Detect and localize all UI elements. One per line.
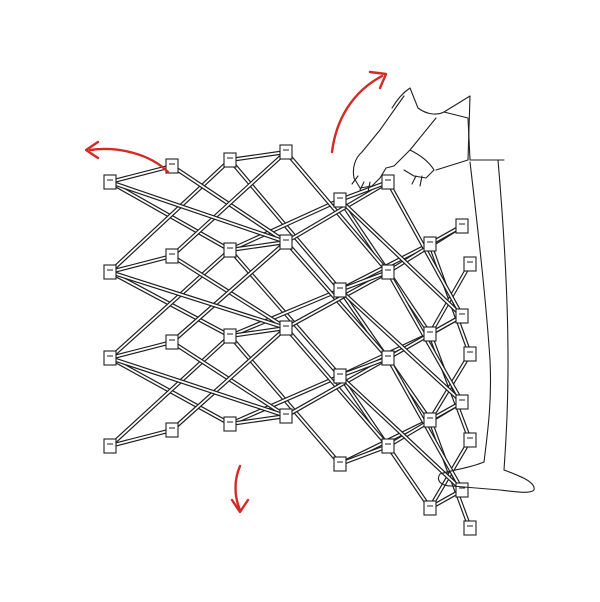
frame-hub-18 (463, 432, 477, 448)
scissor-frame (107, 149, 473, 531)
frame-hub-7 (223, 416, 237, 432)
frame-hub-31 (381, 438, 395, 454)
frame-hub-25 (279, 234, 293, 250)
top-right-arrow (330, 70, 388, 154)
frame-bar-44-core (109, 341, 173, 359)
frame-bar-3-core (109, 249, 231, 359)
frame-hub-0 (103, 174, 117, 190)
frame-hub-1 (103, 264, 117, 280)
frame-bar-51-core (339, 271, 389, 291)
frame-hub-10 (333, 368, 347, 384)
frame-bar-31-core (285, 181, 389, 243)
bottom-arrow (230, 464, 250, 514)
frame-hub-28 (381, 174, 395, 190)
frame-bar-49-core (229, 415, 287, 425)
frame-bar-1-core (109, 159, 231, 273)
leg-outline-front (469, 161, 492, 463)
frame-bar-46-core (229, 151, 287, 161)
right-fingers (411, 175, 423, 187)
frame-bar-61-core (339, 289, 463, 403)
person-hands (351, 87, 505, 193)
frame-bar-42-core (109, 165, 173, 183)
frame-hub-6 (223, 328, 237, 344)
frame-hub-5 (223, 242, 237, 258)
frame-bar-53-core (339, 445, 389, 465)
frame-hub-3 (103, 438, 117, 454)
frame-bar-59-core (339, 199, 463, 317)
frame-hub-30 (381, 350, 395, 366)
frame-bar-35-core (285, 357, 389, 417)
frame-bar-50-core (339, 181, 389, 201)
frame-bar-29-core (171, 327, 287, 431)
frame-hub-19 (463, 520, 477, 536)
frame-hub-14 (423, 412, 437, 428)
frame-hub-13 (423, 326, 437, 342)
left-hand (352, 151, 395, 189)
frame-bar-52-core (339, 357, 389, 377)
frame-hub-27 (279, 408, 293, 424)
torso-line (443, 111, 505, 161)
hub-connectors (103, 144, 477, 536)
frame-hub-33 (455, 308, 469, 324)
frame-hub-17 (463, 346, 477, 362)
frame-hub-20 (165, 158, 179, 174)
frame-hub-26 (279, 320, 293, 336)
person-leg (437, 159, 535, 493)
frame-bar-63-core (339, 375, 463, 491)
frame-hub-8 (333, 192, 347, 208)
frame-bar-60-core (109, 271, 287, 329)
frame-hub-9 (333, 282, 347, 298)
frame-hub-16 (463, 256, 477, 272)
frame-hub-32 (455, 218, 469, 234)
frame-bar-48-core (229, 327, 287, 337)
frame-bar-47-core (229, 241, 287, 251)
frame-hub-22 (165, 334, 179, 350)
frame-bar-7-core (229, 199, 341, 251)
frame-bar-19-core (429, 263, 471, 335)
right-hand (403, 149, 435, 179)
frame-hub-2 (103, 350, 117, 366)
frame-bar-23-core (429, 439, 471, 509)
frame-hub-29 (381, 264, 395, 280)
frame-bar-62-core (109, 357, 287, 417)
leg-outline-back (497, 159, 509, 471)
frame-bar-45-core (109, 429, 173, 447)
frame-bar-5-core (109, 335, 231, 447)
frame-bar-25-core (171, 151, 287, 257)
frame-hub-34 (455, 394, 469, 410)
forearm-front (393, 117, 437, 167)
frame-bar-33-core (285, 271, 389, 329)
frame-hub-15 (423, 500, 437, 516)
frame-bar-21-core (429, 353, 471, 421)
shoe (437, 461, 535, 493)
frame-hub-23 (165, 422, 179, 438)
frame-hub-21 (165, 248, 179, 264)
forearm-back (361, 95, 405, 153)
frame-bar-9-core (229, 289, 341, 337)
frame-hub-11 (333, 456, 347, 472)
left-fingers (351, 175, 371, 193)
top-left-arrow (84, 140, 170, 174)
frame-bar-43-core (109, 255, 173, 273)
frame-bar-27-core (171, 241, 287, 343)
frame-hub-12 (423, 236, 437, 252)
frame-hub-4 (223, 152, 237, 168)
sleeve-outline (391, 87, 471, 171)
frame-hub-35 (455, 482, 469, 498)
frame-bar-11-core (229, 375, 341, 425)
frame-bar-58-core (109, 181, 287, 243)
frame-hub-24 (279, 144, 293, 160)
